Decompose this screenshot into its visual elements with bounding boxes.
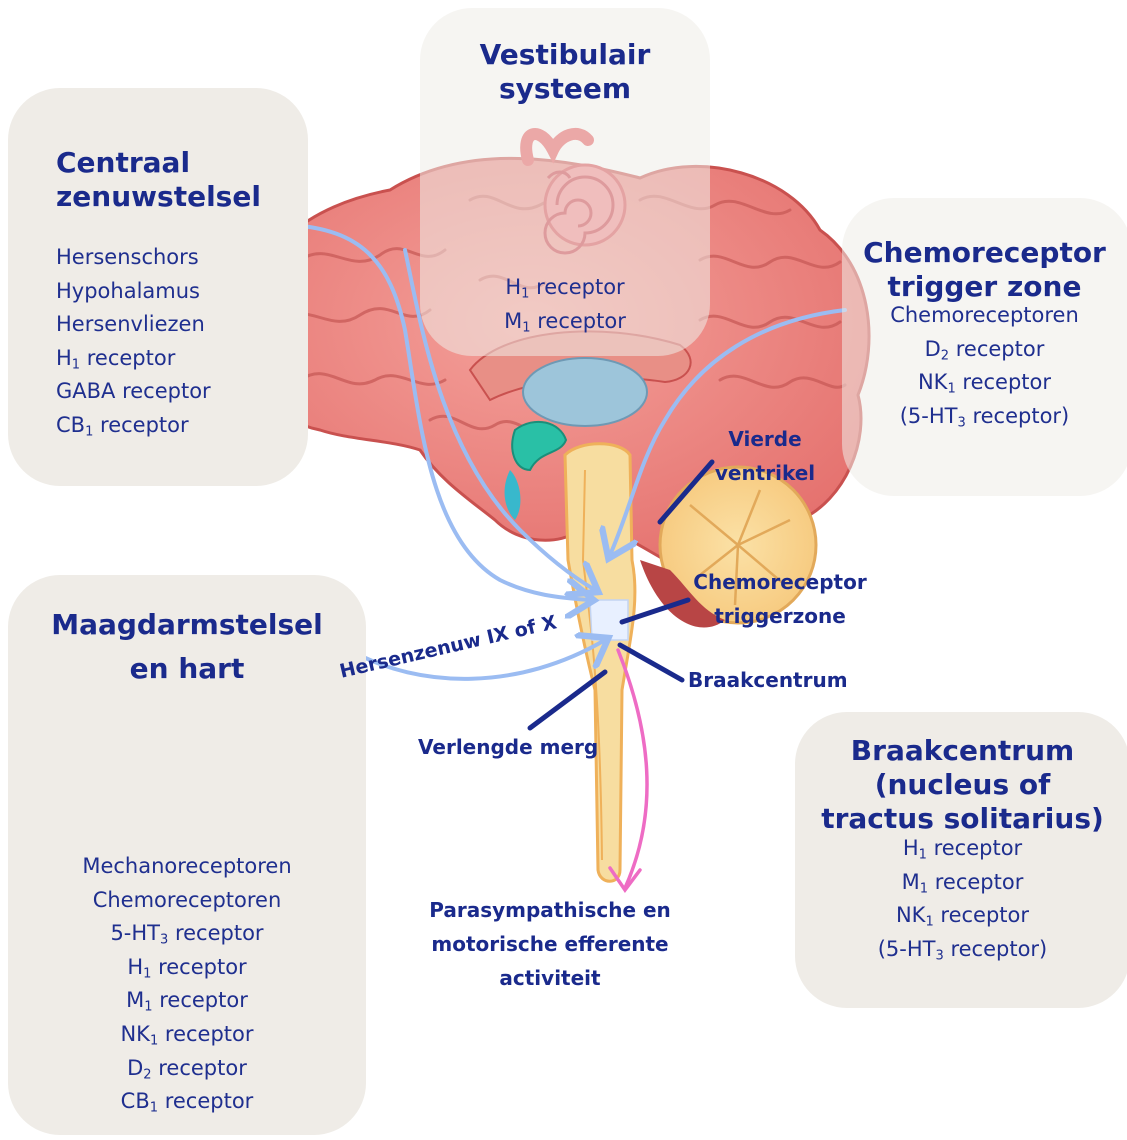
- list-item: H1 receptor: [8, 951, 366, 985]
- list-item: Hersenschors: [56, 241, 211, 275]
- list-item: NK1 receptor: [795, 899, 1127, 933]
- label-verlengde-merg: Verlengde merg: [418, 730, 598, 764]
- list-item: M1 receptor: [420, 305, 710, 339]
- ctz-receptor-list: Chemoreceptoren D2 receptor NK1 receptor…: [842, 299, 1127, 433]
- list-item: GABA receptor: [56, 375, 211, 409]
- list-item: Hypohalamus: [56, 275, 211, 309]
- panel-title-ctz: Chemoreceptor trigger zone: [842, 236, 1127, 304]
- braakcentrum-receptor-list: H1 receptor M1 receptor NK1 receptor (5-…: [795, 832, 1127, 966]
- gut-receptor-list: Mechanoreceptoren Chemoreceptoren 5-HT3 …: [8, 850, 366, 1119]
- label-braakcentrum: Braakcentrum: [688, 663, 848, 697]
- list-item: NK1 receptor: [8, 1018, 366, 1052]
- list-item: (5-HT3 receptor): [795, 933, 1127, 967]
- list-item: Chemoreceptoren: [842, 299, 1127, 333]
- vestibular-receptor-list: H1 receptor M1 receptor: [420, 271, 710, 338]
- list-item: Mechanoreceptoren: [8, 850, 366, 884]
- list-item: H1 receptor: [420, 271, 710, 305]
- list-item: M1 receptor: [795, 866, 1127, 900]
- list-item: H1 receptor: [56, 342, 211, 376]
- panel-title-braakcentrum: Braakcentrum (nucleus of tractus solitar…: [795, 734, 1127, 836]
- list-item: (5-HT3 receptor): [842, 400, 1127, 434]
- list-item: NK1 receptor: [842, 366, 1127, 400]
- list-item: CB1 receptor: [8, 1085, 366, 1119]
- list-item: Hersenvliezen: [56, 308, 211, 342]
- list-item: H1 receptor: [795, 832, 1127, 866]
- list-item: D2 receptor: [8, 1052, 366, 1086]
- list-item: 5-HT3 receptor: [8, 917, 366, 951]
- label-chemoreceptor-triggerzone: Chemoreceptor triggerzone: [680, 565, 880, 633]
- panel-title-vestibular: Vestibulair systeem: [420, 38, 710, 106]
- list-item: Chemoreceptoren: [8, 884, 366, 918]
- list-item: CB1 receptor: [56, 409, 211, 443]
- list-item: M1 receptor: [8, 984, 366, 1018]
- label-efferente-activiteit: Parasympathische en motorische efferente…: [405, 893, 695, 995]
- label-vierde-ventrikel: Vierde ventrikel: [705, 422, 825, 490]
- panel-title-czs: Centraal zenuwstelsel: [56, 146, 261, 214]
- list-item: D2 receptor: [842, 333, 1127, 367]
- panel-title-gut: Maagdarmstelsel en hart: [8, 603, 366, 691]
- czs-receptor-list: Hersenschors Hypohalamus Hersenvliezen H…: [56, 241, 211, 443]
